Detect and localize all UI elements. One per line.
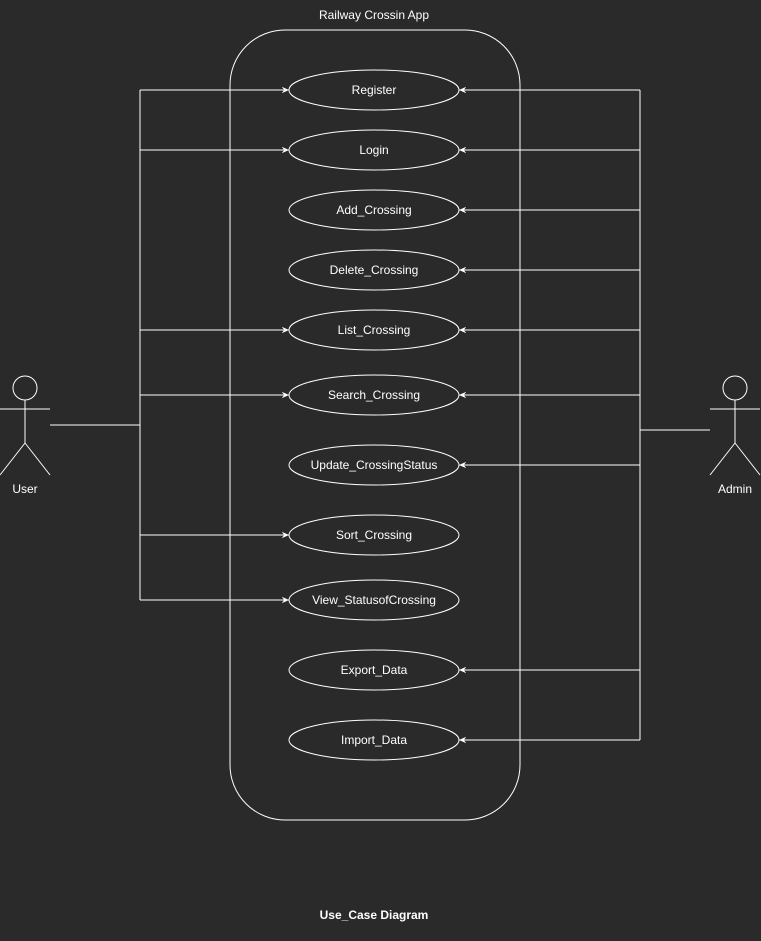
use-case-label: Update_CrossingStatus — [311, 458, 438, 472]
admin-actor-label: Admin — [718, 482, 752, 496]
admin-actor: Admin — [709, 375, 761, 496]
use-case-update-crossingstatus: Update_CrossingStatus — [288, 444, 460, 486]
user-actor-left-leg — [0, 442, 26, 476]
system-boundary — [229, 29, 521, 821]
use-case-label: List_Crossing — [338, 323, 411, 337]
use-case-search-crossing: Search_Crossing — [288, 374, 460, 416]
use-case-label: Add_Crossing — [336, 203, 411, 217]
use-case-ellipse — [288, 649, 460, 691]
use-case-ellipse — [288, 69, 460, 111]
use-case-label: Import_Data — [341, 733, 407, 747]
use-case-ellipse — [288, 129, 460, 171]
user-actor-label: User — [12, 482, 37, 496]
use-case-ellipse — [288, 719, 460, 761]
use-case-ellipse — [288, 444, 460, 486]
diagram-caption: Use_Case Diagram — [320, 908, 429, 922]
use-case-label: Delete_Crossing — [330, 263, 419, 277]
use-case-sort-crossing: Sort_Crossing — [288, 514, 460, 556]
use-case-layer: RegisterLoginAdd_CrossingDelete_Crossing… — [288, 69, 460, 761]
use-case-ellipse — [288, 514, 460, 556]
user-actor: User — [0, 375, 51, 496]
use-case-ellipse — [288, 579, 460, 621]
use-case-register: Register — [288, 69, 460, 111]
use-case-label: Sort_Crossing — [336, 528, 412, 542]
use-case-import-data: Import_Data — [288, 719, 460, 761]
use-case-label: Search_Crossing — [328, 388, 420, 402]
connector-layer — [50, 86, 710, 744]
system-title: Railway Crossin App — [319, 8, 429, 22]
use-case-label: Export_Data — [341, 663, 408, 677]
user-actor-right-leg — [24, 442, 51, 476]
use-case-ellipse — [288, 189, 460, 231]
use-case-ellipse — [288, 249, 460, 291]
use-case-label: Login — [359, 143, 388, 157]
use-case-view-statusofcrossing: View_StatusofCrossing — [288, 579, 460, 621]
use-case-login: Login — [288, 129, 460, 171]
admin-actor-left-leg — [709, 442, 736, 476]
admin-actor-right-leg — [734, 442, 761, 476]
use-case-label: View_StatusofCrossing — [312, 593, 436, 607]
use-case-export-data: Export_Data — [288, 649, 460, 691]
use-case-ellipse — [288, 374, 460, 416]
use-case-delete-crossing: Delete_Crossing — [288, 249, 460, 291]
use-case-add-crossing: Add_Crossing — [288, 189, 460, 231]
use-case-ellipse — [288, 309, 460, 351]
user-actor-head — [12, 375, 38, 401]
use-case-label: Register — [352, 83, 397, 97]
use-case-list-crossing: List_Crossing — [288, 309, 460, 351]
admin-actor-head — [722, 375, 748, 401]
